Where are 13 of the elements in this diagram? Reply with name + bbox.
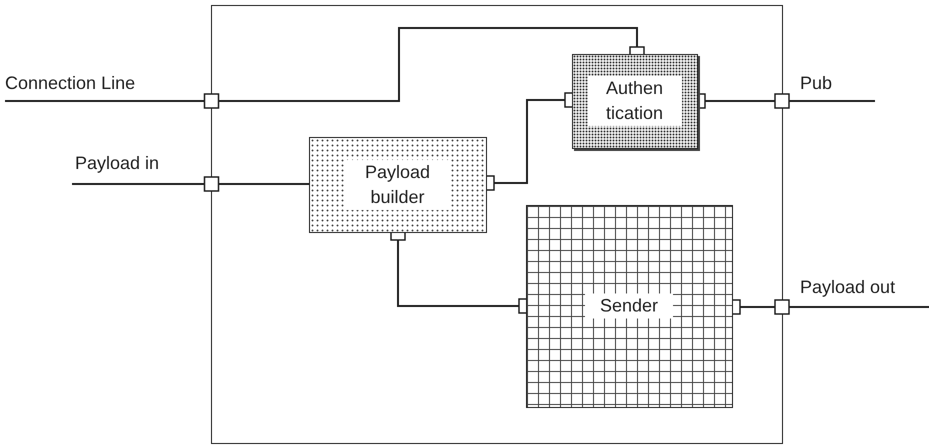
component-box xyxy=(572,54,698,148)
component-box xyxy=(526,204,732,408)
edge-label: Payload out xyxy=(800,276,896,298)
connector-line xyxy=(72,183,309,185)
edge-label: Connection Line xyxy=(5,72,136,94)
component-label: Sender xyxy=(585,294,673,318)
system-boundary-box xyxy=(211,5,783,444)
component-box xyxy=(308,136,486,232)
component-label: Authen tication xyxy=(588,76,682,126)
connector-line xyxy=(5,27,645,102)
edge-label: Pub xyxy=(800,72,832,94)
component-label: Payload builder xyxy=(346,160,450,210)
edge-label: Payload in xyxy=(75,152,160,174)
